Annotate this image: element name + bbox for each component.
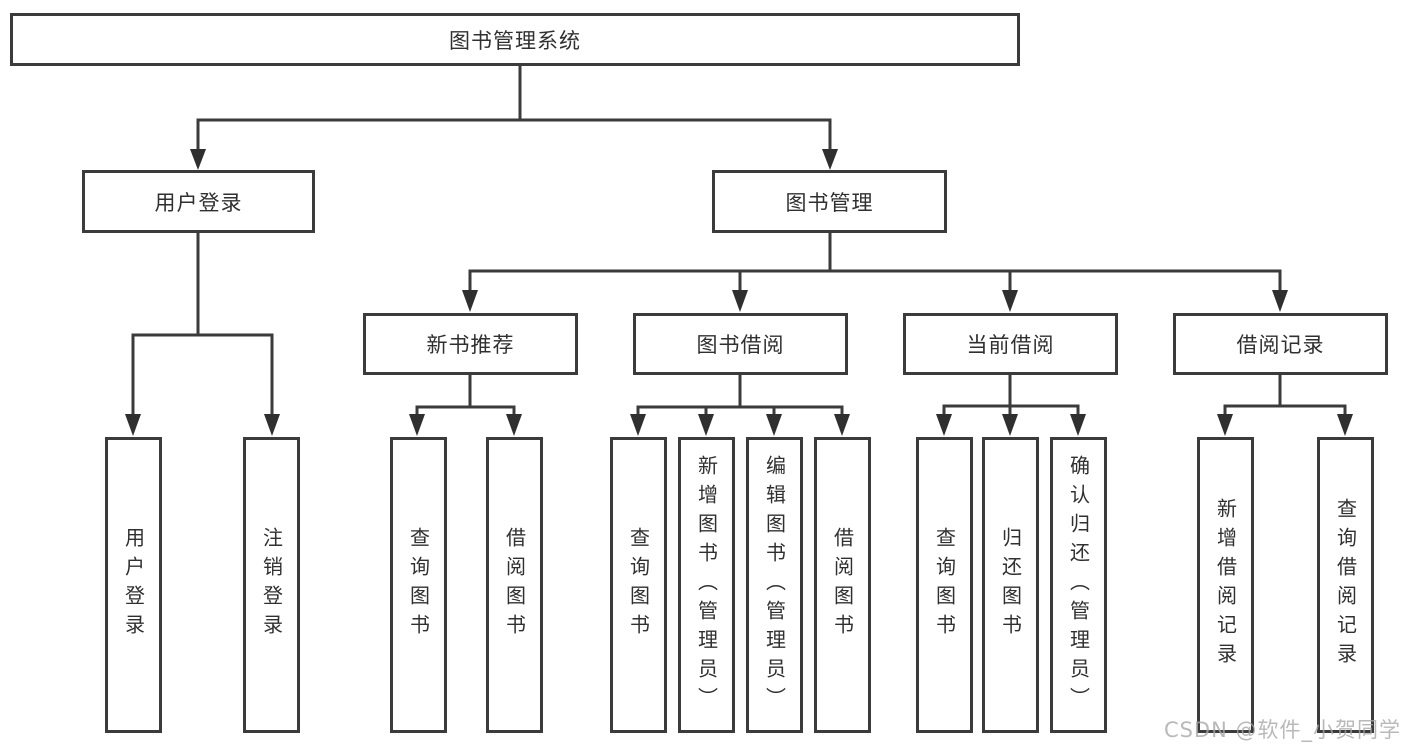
node-user-login: 用户登录 xyxy=(82,170,315,233)
arrowhead-icon xyxy=(1337,414,1353,436)
leaf-add-borrow-record: 新增借阅记录 xyxy=(1197,437,1254,733)
leaf-borrow-books-borrowing: 借阅图书 xyxy=(814,437,871,733)
arrowhead-icon xyxy=(822,149,838,170)
arrowhead-icon xyxy=(1002,290,1018,312)
arrowhead-icon xyxy=(190,149,206,170)
connector-book-management-branch xyxy=(468,233,1282,293)
arrowheads-book-borrow-leaves xyxy=(630,414,850,436)
arrowheads-level2 xyxy=(190,149,838,170)
leaf-edit-book-admin: 编辑图书（管理员） xyxy=(746,437,803,733)
leaf-label: 查询图书 xyxy=(932,527,957,643)
leaf-label: 确认归还（管理员） xyxy=(1066,454,1091,716)
arrowhead-icon xyxy=(125,414,141,436)
leaf-label: 新增图书（管理员） xyxy=(694,454,719,716)
leaf-query-books-recommend: 查询图书 xyxy=(390,437,447,733)
leaf-return-books: 归还图书 xyxy=(982,437,1039,733)
node-current-borrowing: 当前借阅 xyxy=(903,313,1118,375)
leaf-confirm-return-admin: 确认归还（管理员） xyxy=(1050,437,1107,733)
arrowheads-level3 xyxy=(462,290,1288,312)
arrowhead-icon xyxy=(834,414,850,436)
leaf-label: 查询图书 xyxy=(626,527,651,643)
arrowhead-icon xyxy=(936,414,952,436)
leaf-label: 归还图书 xyxy=(998,527,1023,643)
connector-root-to-level2 xyxy=(196,66,832,152)
arrowheads-current-borrow-leaves xyxy=(936,414,1086,436)
arrowhead-icon xyxy=(732,290,748,312)
leaf-user-login: 用户登录 xyxy=(105,437,162,733)
arrowheads-user-login-leaves xyxy=(125,414,280,436)
arrowhead-icon xyxy=(1070,414,1086,436)
connector-user-login-branch xyxy=(131,233,274,417)
node-label: 当前借阅 xyxy=(966,333,1055,357)
leaf-logout: 注销登录 xyxy=(243,437,300,733)
connector-book-borrow-branch xyxy=(636,375,844,417)
node-label: 图书管理 xyxy=(785,190,874,215)
arrowhead-icon xyxy=(1272,290,1288,312)
arrowhead-icon xyxy=(630,414,646,436)
leaf-label: 新增借阅记录 xyxy=(1213,498,1238,672)
node-new-book-recommendation: 新书推荐 xyxy=(363,313,578,375)
node-label: 新书推荐 xyxy=(426,333,515,357)
node-label: 图书借阅 xyxy=(696,333,785,357)
connector-borrow-record-branch xyxy=(1223,375,1347,417)
node-label: 用户登录 xyxy=(154,190,243,215)
node-book-management: 图书管理 xyxy=(712,170,947,233)
arrowhead-icon xyxy=(462,290,478,312)
csdn-watermark: CSDN @软件_小贺同学 xyxy=(1163,718,1401,742)
leaf-add-book-admin: 新增图书（管理员） xyxy=(678,437,735,733)
arrowheads-new-book-leaves xyxy=(409,414,522,436)
arrowhead-icon xyxy=(698,414,714,436)
leaf-borrow-books-recommend: 借阅图书 xyxy=(486,437,543,733)
leaf-query-books-current: 查询图书 xyxy=(916,437,973,733)
node-label: 图书管理系统 xyxy=(449,28,581,53)
node-library-management-system: 图书管理系统 xyxy=(10,13,1020,66)
leaf-query-borrow-record: 查询借阅记录 xyxy=(1317,437,1374,733)
connector-current-borrow-branch xyxy=(942,375,1080,417)
arrowheads-borrow-record-leaves xyxy=(1217,414,1353,436)
connector-new-book-branch xyxy=(415,375,516,417)
arrowhead-icon xyxy=(264,414,280,436)
node-borrowing-records: 借阅记录 xyxy=(1173,313,1388,375)
leaf-label: 借阅图书 xyxy=(830,527,855,643)
node-book-borrowing: 图书借阅 xyxy=(633,313,848,375)
arrowhead-icon xyxy=(1002,414,1018,436)
node-label: 借阅记录 xyxy=(1236,333,1325,357)
arrowhead-icon xyxy=(409,414,425,436)
arrowhead-icon xyxy=(506,414,522,436)
leaf-label: 查询图书 xyxy=(406,527,431,643)
arrowhead-icon xyxy=(1217,414,1233,436)
leaf-label: 借阅图书 xyxy=(502,527,527,643)
arrowhead-icon xyxy=(766,414,782,436)
leaf-label: 用户登录 xyxy=(121,527,146,643)
leaf-label: 编辑图书（管理员） xyxy=(762,454,787,716)
leaf-query-books-borrowing: 查询图书 xyxy=(610,437,667,733)
leaf-label: 注销登录 xyxy=(259,527,284,643)
leaf-label: 查询借阅记录 xyxy=(1333,498,1358,672)
